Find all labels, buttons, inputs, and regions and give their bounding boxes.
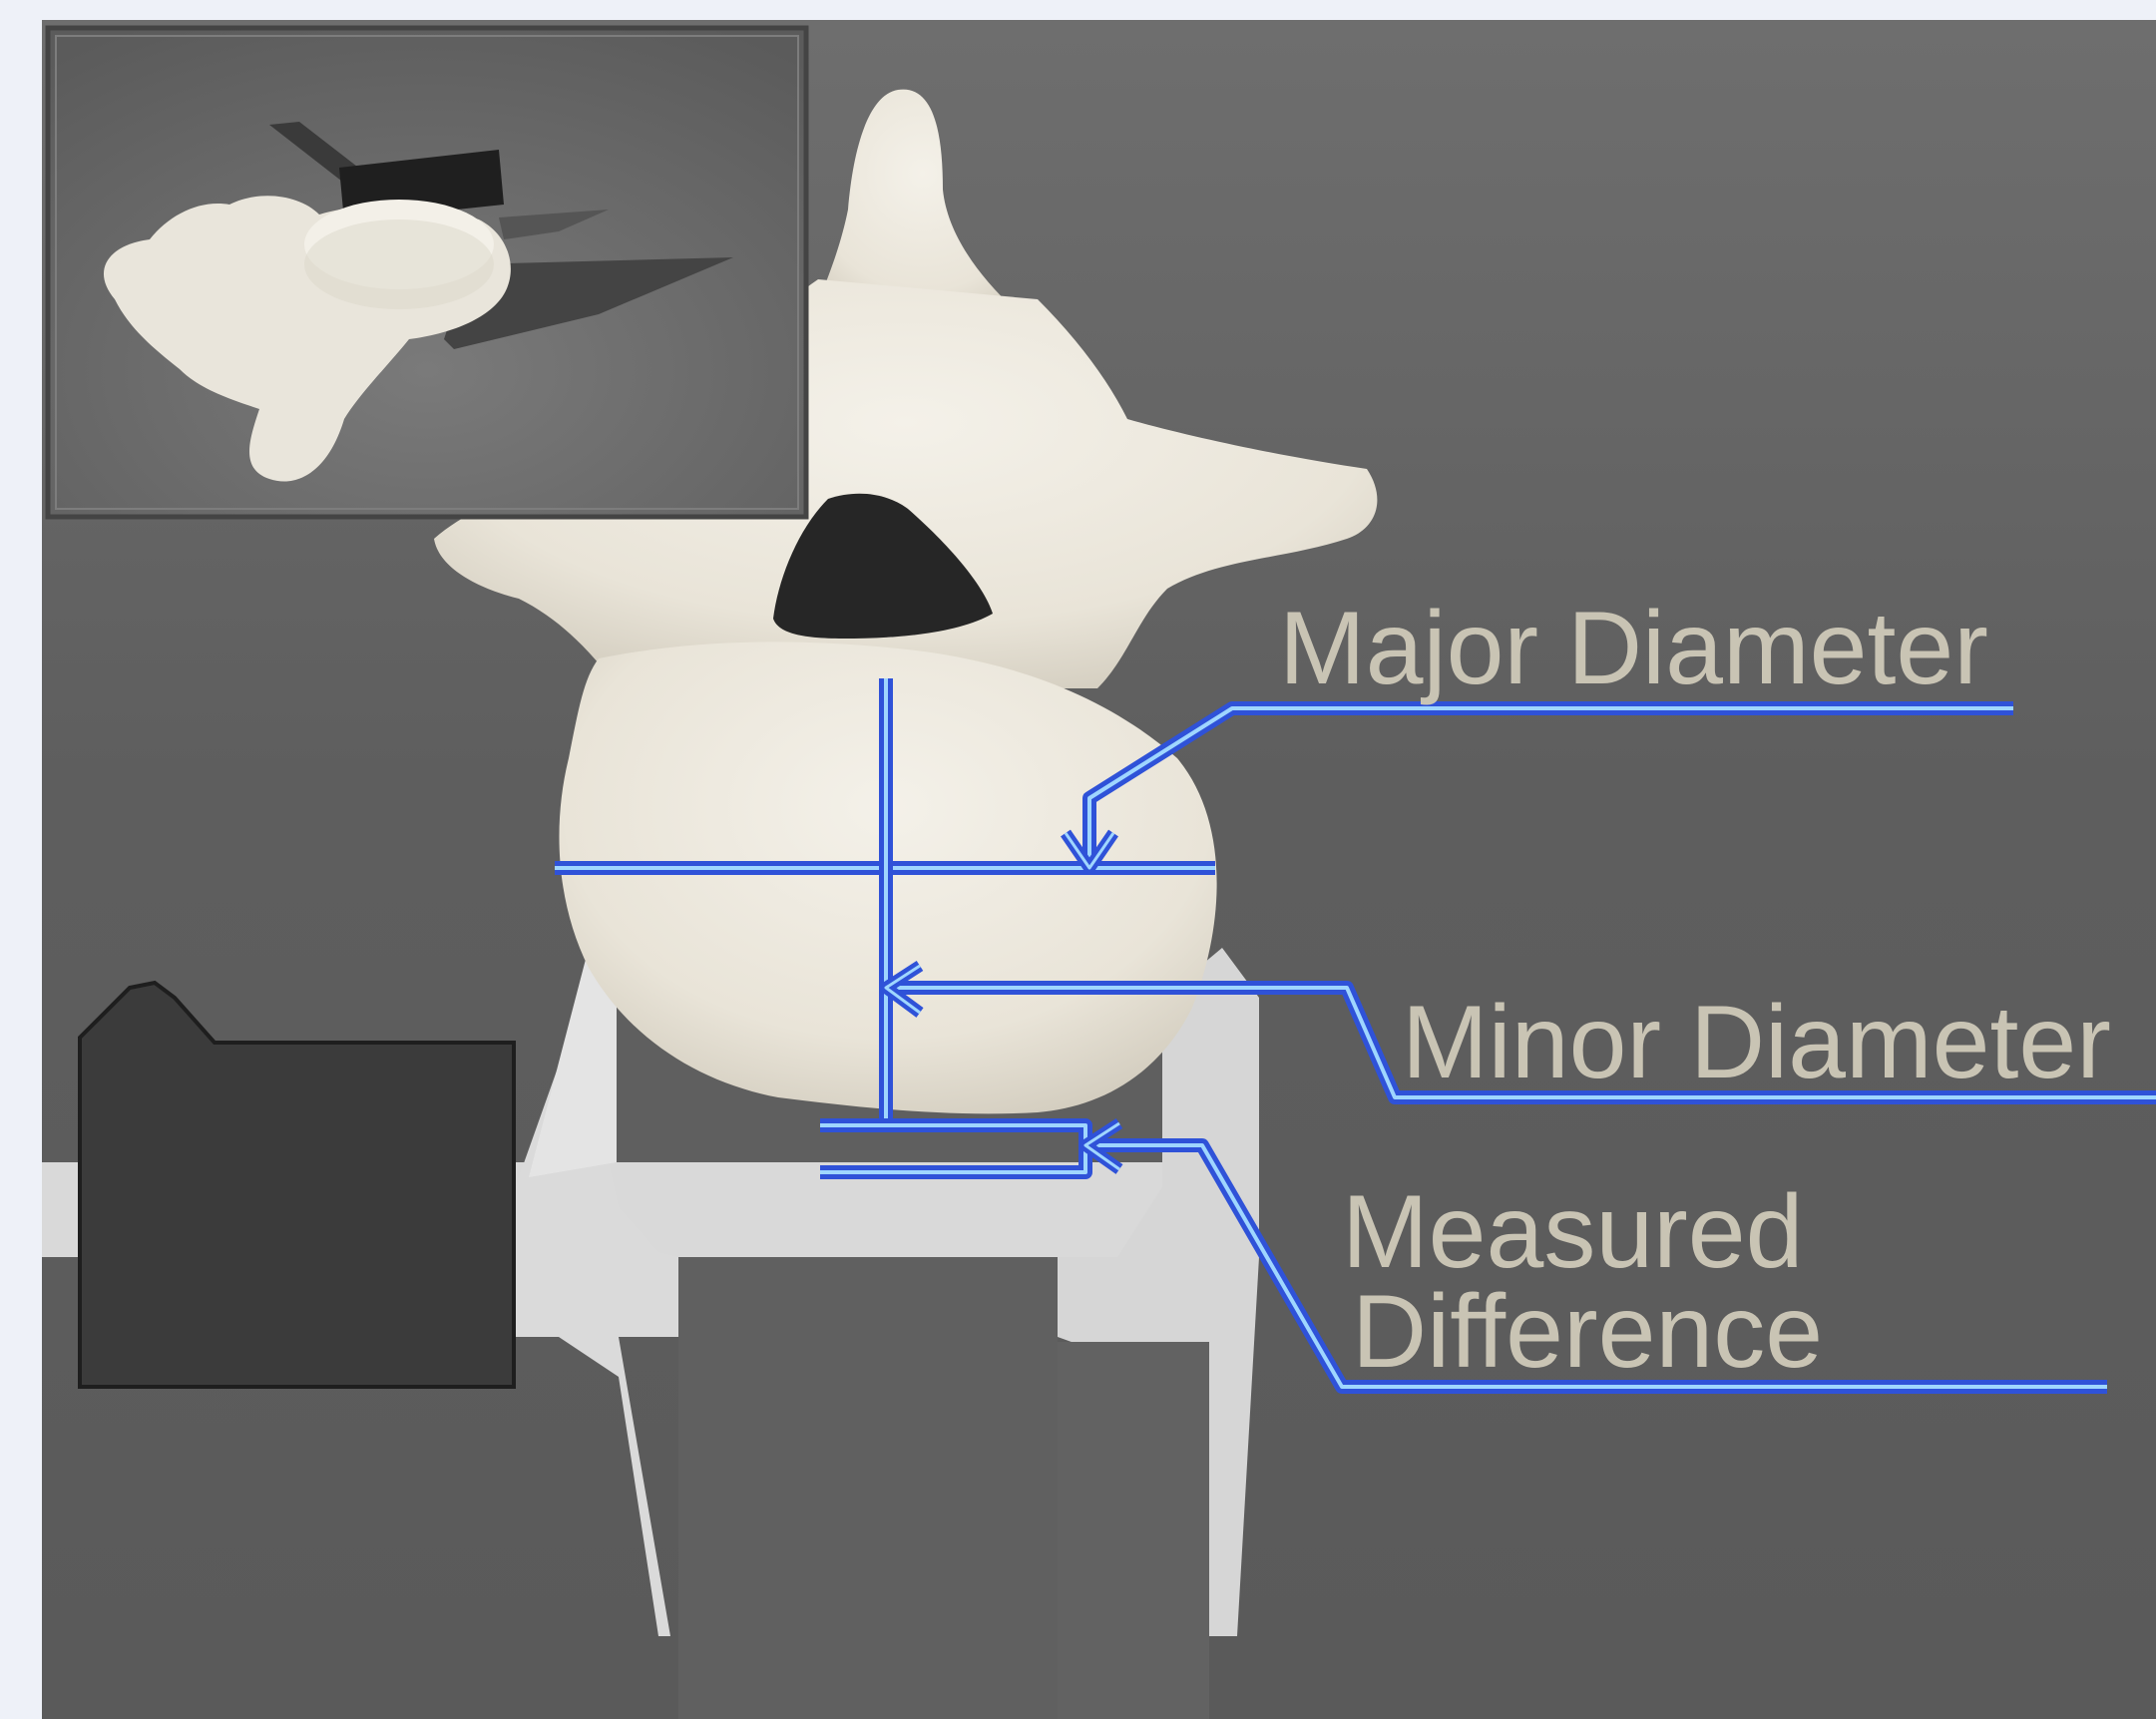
caliper-slider-body (80, 983, 514, 1387)
caliper-right-gap (1058, 1342, 1209, 1719)
caliper-lower-gap (678, 1257, 1058, 1719)
major-diameter-label: Major Diameter (1279, 591, 1988, 706)
measured-difference-label-line1: Measured (1342, 1174, 1803, 1290)
inset-thumbnail (48, 28, 806, 517)
measured-difference-label-line2: Difference (1352, 1274, 1823, 1390)
minor-diameter-label: Minor Diameter (1402, 985, 2111, 1100)
